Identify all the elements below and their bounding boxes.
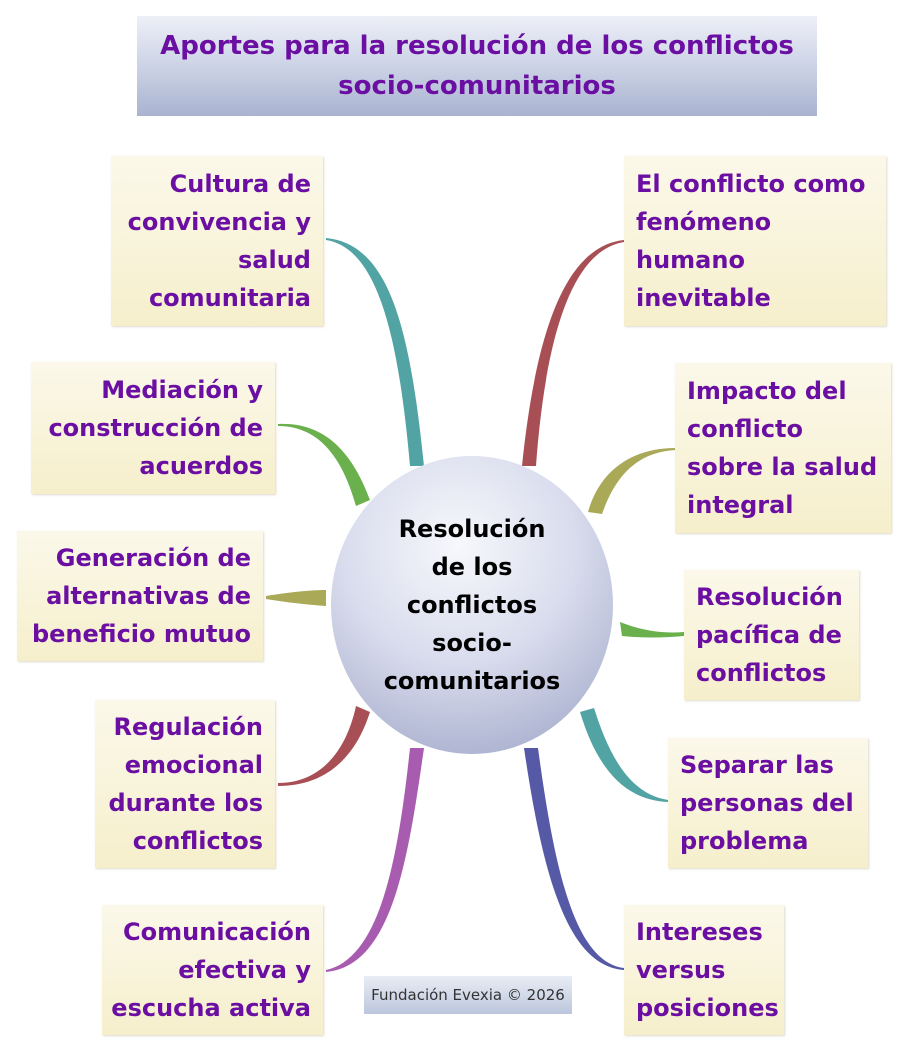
node-separar-personas: Separar las personas del problema <box>668 738 868 868</box>
node-resolucion-pacifica: Resolución pacífica de conflictos <box>684 570 859 700</box>
connector-intereses <box>524 748 624 970</box>
connector-regulacion <box>278 706 370 786</box>
node-line: escucha activa <box>111 994 311 1022</box>
node-line: alternativas de <box>46 582 251 610</box>
node-line: Impacto del <box>687 377 847 405</box>
node-cultura-convivencia: Cultura de convivencia y salud comunitar… <box>111 156 323 326</box>
node-impacto-salud: Impacto del conflicto sobre la salud int… <box>675 363 891 533</box>
node-comunicacion-efectiva: Comunicación efectiva y escucha activa <box>102 905 323 1035</box>
node-line: Mediación y <box>101 376 263 404</box>
connector-separar <box>580 708 668 802</box>
node-line: pacífica de <box>696 621 842 649</box>
node-intereses-posiciones: Intereses versus posiciones <box>624 905 784 1035</box>
node-line: convivencia y <box>127 208 311 236</box>
node-line: Comunicación <box>123 918 311 946</box>
node-conflicto-fenomeno: El conflicto como fenómeno humano inevit… <box>624 156 886 326</box>
title-line-1: Aportes para la resolución de los confli… <box>160 31 794 61</box>
node-line: El conflicto como <box>636 170 866 198</box>
connector-comunicacion <box>326 748 424 972</box>
node-line: inevitable <box>636 284 771 312</box>
node-line: Cultura de <box>169 170 311 198</box>
node-line: Resolución <box>696 583 843 611</box>
node-line: problema <box>680 827 809 855</box>
connector-mediacion <box>278 423 370 506</box>
node-line: personas del <box>680 789 854 817</box>
node-line: sobre la salud <box>687 453 878 481</box>
node-line: humano <box>636 246 745 274</box>
node-line: beneficio mutuo <box>31 620 251 648</box>
node-line: durante los <box>108 789 264 817</box>
node-line: Regulación <box>113 713 263 741</box>
hub-line: Resolución <box>398 515 546 543</box>
hub-line: conflictos <box>406 591 538 619</box>
title-line-2: socio-comunitarios <box>338 71 616 101</box>
hub-line: de los <box>431 553 513 581</box>
node-line: Separar las <box>680 751 834 779</box>
node-mediacion-acuerdos: Mediación y construcción de acuerdos <box>31 362 275 494</box>
node-line: construcción de <box>48 414 263 442</box>
node-line: conflictos <box>696 659 827 687</box>
connector-pacifica <box>620 622 684 638</box>
credit-text: Fundación Evexia © 2026 <box>371 986 565 1004</box>
node-line: conflicto <box>687 415 804 443</box>
node-line: emocional <box>124 751 263 779</box>
node-line: comunitaria <box>148 284 311 312</box>
node-generacion-alternativas: Generación de alternativas de beneficio … <box>17 531 263 661</box>
connector-generacion <box>266 590 326 606</box>
node-line: integral <box>687 491 794 519</box>
node-regulacion-emocional: Regulación emocional durante los conflic… <box>95 700 275 868</box>
connector-cultura <box>326 238 424 466</box>
node-line: versus <box>636 956 726 984</box>
hub-line: comunitarios <box>383 667 561 695</box>
hub-line: socio- <box>432 629 512 657</box>
node-line: posiciones <box>636 994 779 1022</box>
node-line: efectiva y <box>178 956 311 984</box>
node-line: acuerdos <box>139 452 263 480</box>
node-line: Intereses <box>636 918 763 946</box>
credit-label: Fundación Evexia © 2026 <box>364 976 572 1014</box>
node-line: salud <box>238 246 311 274</box>
central-topic: Resolución de los conflictos socio- comu… <box>331 456 613 754</box>
node-line: Generación de <box>55 544 251 572</box>
node-line: fenómeno <box>636 208 772 236</box>
node-line: conflictos <box>132 827 263 855</box>
connector-impacto <box>588 448 676 514</box>
connector-fenomeno <box>522 240 624 466</box>
diagram-title: Aportes para la resolución de los confli… <box>137 16 817 116</box>
